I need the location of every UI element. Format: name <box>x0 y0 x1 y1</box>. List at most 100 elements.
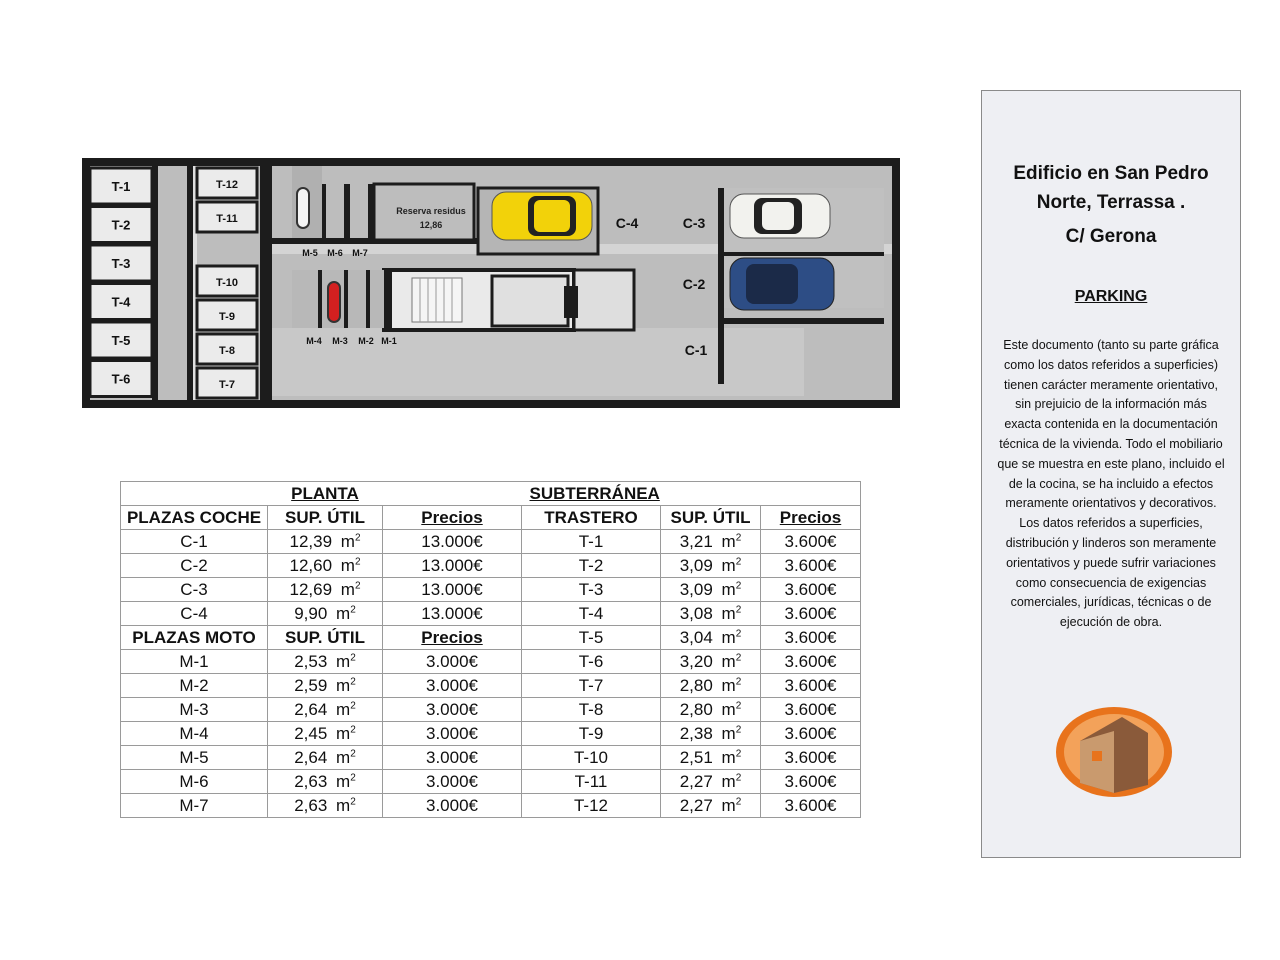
moto-label: M-1 <box>381 336 397 346</box>
area-exponent: 2 <box>350 676 356 688</box>
area-cell: 2,63 m2 <box>267 769 383 794</box>
price-text: 3.600€ <box>784 580 837 599</box>
price-text: 3.600€ <box>784 676 837 695</box>
car-label: C-3 <box>683 215 706 231</box>
price: 13.000€ <box>382 529 522 554</box>
price-text: 3.600€ <box>784 604 837 623</box>
price: 3.600€ <box>760 697 861 722</box>
price: 3.000€ <box>382 721 522 746</box>
storage-id-text: T-10 <box>573 748 609 767</box>
area-cell: 2,59 m2 <box>267 673 383 698</box>
area-cell: 3,09 m2 <box>660 553 761 578</box>
area-value: 2,27 <box>679 796 713 815</box>
storage-id-text: T-6 <box>578 652 604 671</box>
storage-label: T-4 <box>112 295 132 310</box>
car-blue <box>729 257 835 311</box>
storage-id: T-9 <box>521 721 661 746</box>
column-header-text: PLAZAS MOTO <box>132 628 256 647</box>
space-id-text: M-3 <box>179 700 209 719</box>
price-text: 13.000€ <box>421 556 483 575</box>
parking-floor-plan: Reserva residus 12,86 <box>82 158 900 408</box>
price: 3.000€ <box>382 649 522 674</box>
storage-id-text: T-8 <box>578 700 604 719</box>
column-header-text: PLAZAS COCHE <box>126 508 262 527</box>
column-header-text: SUP. ÚTIL <box>285 508 365 527</box>
price: 3.000€ <box>382 697 522 722</box>
area-exponent: 2 <box>350 796 356 808</box>
price: 3.600€ <box>760 553 861 578</box>
storage-room <box>195 366 259 400</box>
area-unit: m <box>331 652 351 671</box>
price-text: 3.600€ <box>784 724 837 743</box>
building-title-line2: Norte, Terrassa . <box>1036 192 1186 213</box>
price-text: 13.000€ <box>421 532 483 551</box>
column-header: SUP. ÚTIL <box>267 505 383 530</box>
storage-id: T-1 <box>521 529 661 554</box>
area-unit: m <box>716 724 736 743</box>
storage-room <box>88 282 154 321</box>
space-id-text: C-2 <box>180 556 208 575</box>
column-header: PLAZAS MOTO <box>120 625 268 650</box>
storage-id: T-12 <box>521 793 661 818</box>
moto-red <box>327 281 341 323</box>
price-text: 3.600€ <box>784 628 837 647</box>
area-exponent: 2 <box>735 796 742 808</box>
storage-id: T-11 <box>521 769 661 794</box>
area-cell: 2,51 m2 <box>660 745 761 770</box>
space-id-text: M-5 <box>179 748 209 767</box>
wall <box>718 324 724 384</box>
area-unit: m <box>331 772 351 791</box>
area-value: 2,63 <box>294 772 328 791</box>
price-text: 13.000€ <box>421 580 483 599</box>
storage-id-text: T-1 <box>578 532 604 551</box>
price-text: 3.600€ <box>784 748 837 767</box>
storage-id: T-3 <box>521 577 661 602</box>
area-cell: 2,63 m2 <box>267 793 383 818</box>
area-value: 12,60 <box>289 556 333 575</box>
column-header: Precios <box>382 625 522 650</box>
lift-shaft <box>490 274 570 328</box>
reserve-room <box>372 182 476 242</box>
area-unit: m <box>716 748 736 767</box>
building-address: C/ Gerona <box>1065 226 1157 247</box>
storage-label: T-10 <box>216 277 238 289</box>
space-id: C-4 <box>120 601 268 626</box>
area-unit: m <box>331 748 351 767</box>
area-unit: m <box>331 700 351 719</box>
column-header-text: Precios <box>421 508 483 527</box>
price: 3.000€ <box>382 673 522 698</box>
area-value: 2,80 <box>679 700 713 719</box>
wall <box>724 318 884 324</box>
column-header: SUP. ÚTIL <box>267 625 383 650</box>
space-id-text: M-6 <box>179 772 209 791</box>
price-text: 3.000€ <box>426 676 478 695</box>
area-unit: m <box>336 580 355 599</box>
area-cell: 12,60 m2 <box>267 553 383 578</box>
reserve-value: 12,86 <box>420 220 443 230</box>
area-value: 3,09 <box>679 580 713 599</box>
price: 13.000€ <box>382 601 522 626</box>
storage-room <box>195 298 259 332</box>
title-planta: PLANTA <box>267 481 383 506</box>
storage-id-text: T-7 <box>578 676 604 695</box>
storage-room <box>88 166 154 206</box>
area-unit: m <box>716 796 736 815</box>
price: 3.000€ <box>382 793 522 818</box>
storage-id-text: T-5 <box>578 628 604 647</box>
wall <box>384 270 392 330</box>
space-id: C-2 <box>120 553 268 578</box>
column-header: TRASTERO <box>521 505 661 530</box>
area-exponent: 2 <box>350 700 356 712</box>
area-cell: 2,27 m2 <box>660 769 761 794</box>
storage-left-column <box>88 166 154 398</box>
price-text: 3.000€ <box>426 652 478 671</box>
area-unit: m <box>331 604 351 623</box>
